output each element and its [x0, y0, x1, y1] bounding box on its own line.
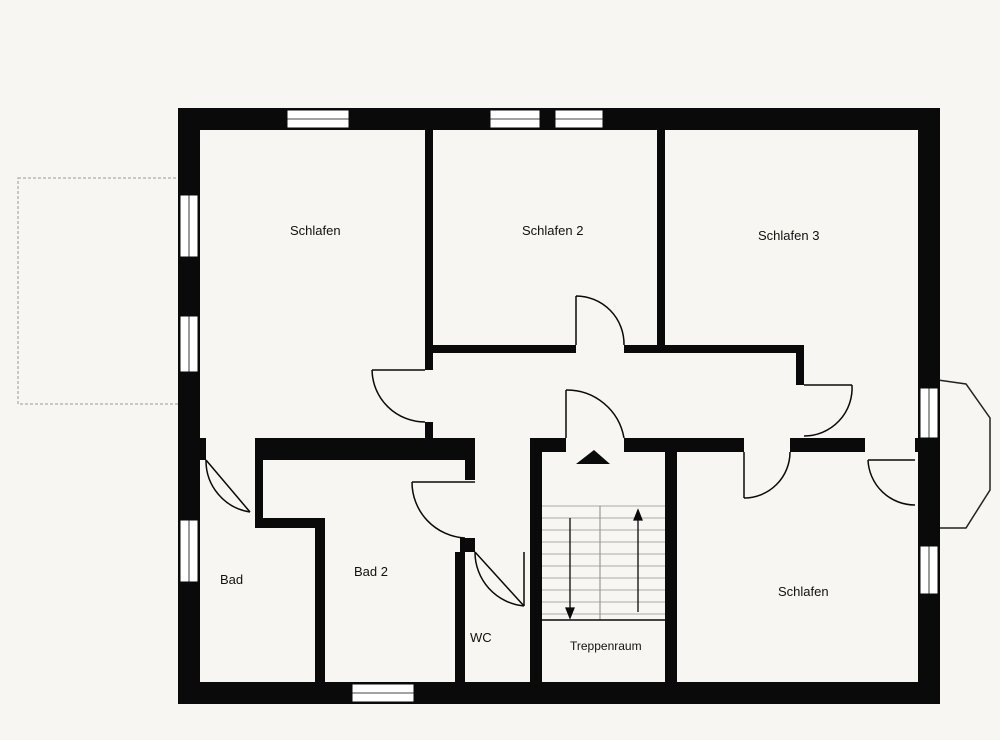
door-bad — [205, 459, 251, 513]
door-treppenraum — [565, 389, 625, 439]
balcony-outline — [17, 177, 181, 405]
exterior-walls — [178, 108, 940, 704]
door-bay — [867, 459, 916, 506]
room-label-bad-2: Bad 2 — [354, 564, 388, 579]
direction-triangle — [576, 450, 610, 464]
room-label-bad: Bad — [220, 572, 243, 587]
stair-arrow-down — [565, 518, 575, 620]
room-label-treppenraum: Treppenraum — [570, 639, 642, 653]
stair-arrow-up — [633, 508, 643, 612]
staircase — [542, 505, 665, 621]
interior-walls — [200, 130, 940, 682]
door-bad-2 — [411, 481, 475, 539]
room-label-schlafen-3: Schlafen 3 — [758, 228, 819, 243]
windows — [179, 109, 939, 703]
door-schlafen-3 — [803, 384, 853, 437]
door-schlafen — [371, 369, 426, 423]
door-swings — [205, 295, 916, 607]
room-label-schlafen: Schlafen — [290, 223, 341, 238]
room-label-wc: WC — [470, 630, 492, 645]
room-label-schlafen-4: Schlafen — [778, 584, 829, 599]
door-wc — [474, 551, 525, 607]
bay-window — [937, 379, 991, 529]
room-label-schlafen-2: Schlafen 2 — [522, 223, 583, 238]
door-schlafen-4 — [743, 451, 791, 499]
window-glazing-lines — [188, 118, 930, 694]
door-schlafen-2 — [575, 295, 625, 346]
